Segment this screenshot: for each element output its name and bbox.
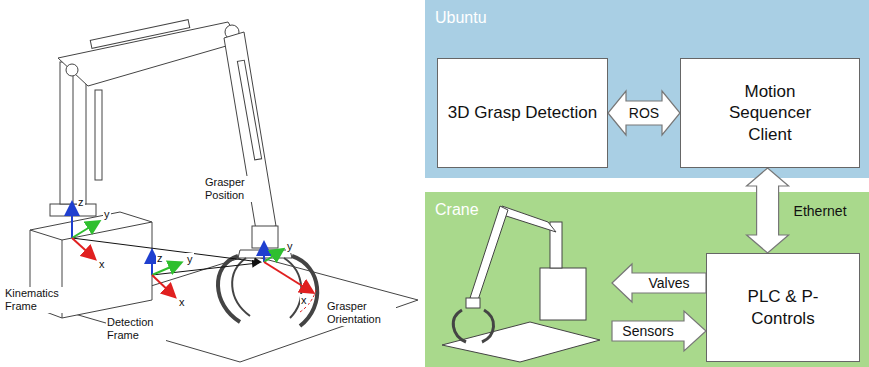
valves-arrow bbox=[612, 264, 706, 302]
column-edge bbox=[73, 62, 74, 204]
signal-label: Sensors bbox=[612, 322, 684, 341]
boom-cylinder bbox=[90, 20, 189, 49]
system-band: Ubuntu 3D Grasp Detection Motion Sequencer… bbox=[425, 0, 869, 178]
box-label: Motion Sequencer Client bbox=[715, 81, 825, 145]
axis-label: y bbox=[286, 240, 294, 253]
axis-label: x bbox=[178, 296, 186, 309]
block-arrow bbox=[608, 91, 680, 135]
edge-label: Ethernet bbox=[794, 203, 847, 219]
mini-arm bbox=[470, 206, 508, 300]
arm-cylinder bbox=[237, 60, 261, 160]
crane-drawing bbox=[30, 20, 418, 362]
sensors-arrow bbox=[612, 311, 706, 351]
frame-axes bbox=[72, 204, 316, 312]
block-arrow bbox=[747, 168, 789, 253]
frame-label: Detection Frame bbox=[106, 316, 166, 342]
grasper-jaw bbox=[292, 256, 317, 326]
mini-jaw bbox=[482, 310, 494, 342]
frame-label: Kinematics Frame bbox=[4, 287, 64, 313]
axis-label: x bbox=[300, 294, 308, 307]
mini-base bbox=[540, 268, 586, 320]
crane-base-edge bbox=[30, 222, 152, 240]
x-axis bbox=[72, 238, 94, 258]
process-box: 3D Grasp Detection bbox=[437, 58, 608, 168]
mini-jaw bbox=[453, 310, 466, 342]
z-axis bbox=[71, 204, 73, 238]
x-axis bbox=[264, 262, 312, 292]
frame-label: Grasper Orientation bbox=[326, 300, 396, 326]
frame-label: Grasper Position bbox=[204, 176, 266, 202]
mini-crane bbox=[442, 206, 600, 362]
y-axis bbox=[264, 250, 282, 262]
leader-line bbox=[152, 263, 258, 275]
box-label: 3D Grasp Detection bbox=[448, 102, 597, 123]
axis-label: y bbox=[186, 253, 194, 266]
lift-cylinder bbox=[95, 90, 102, 180]
axis-label: z bbox=[77, 196, 85, 209]
crane-column bbox=[60, 62, 86, 204]
x-axis bbox=[152, 275, 174, 296]
z-axis bbox=[263, 244, 265, 262]
z-axis bbox=[151, 252, 153, 275]
process-box: PLC & P-Controls bbox=[706, 253, 860, 362]
process-box: Motion Sequencer Client bbox=[680, 58, 860, 168]
axis-label: x bbox=[98, 258, 106, 271]
band-title: Ubuntu bbox=[435, 9, 487, 27]
edge-label: ROS bbox=[629, 105, 659, 121]
joint bbox=[66, 64, 78, 76]
y-axis bbox=[72, 222, 98, 238]
mini-rotator bbox=[466, 298, 480, 308]
axis-label: z bbox=[156, 252, 164, 265]
box-label: PLC & P-Controls bbox=[733, 286, 833, 329]
grasper-jaw bbox=[232, 258, 250, 316]
grasper-jaw bbox=[284, 258, 301, 318]
signal-label: Valves bbox=[632, 274, 706, 293]
axis-label: y bbox=[103, 208, 111, 221]
orientation-arc bbox=[300, 290, 316, 312]
band-title: Crane bbox=[435, 201, 479, 219]
